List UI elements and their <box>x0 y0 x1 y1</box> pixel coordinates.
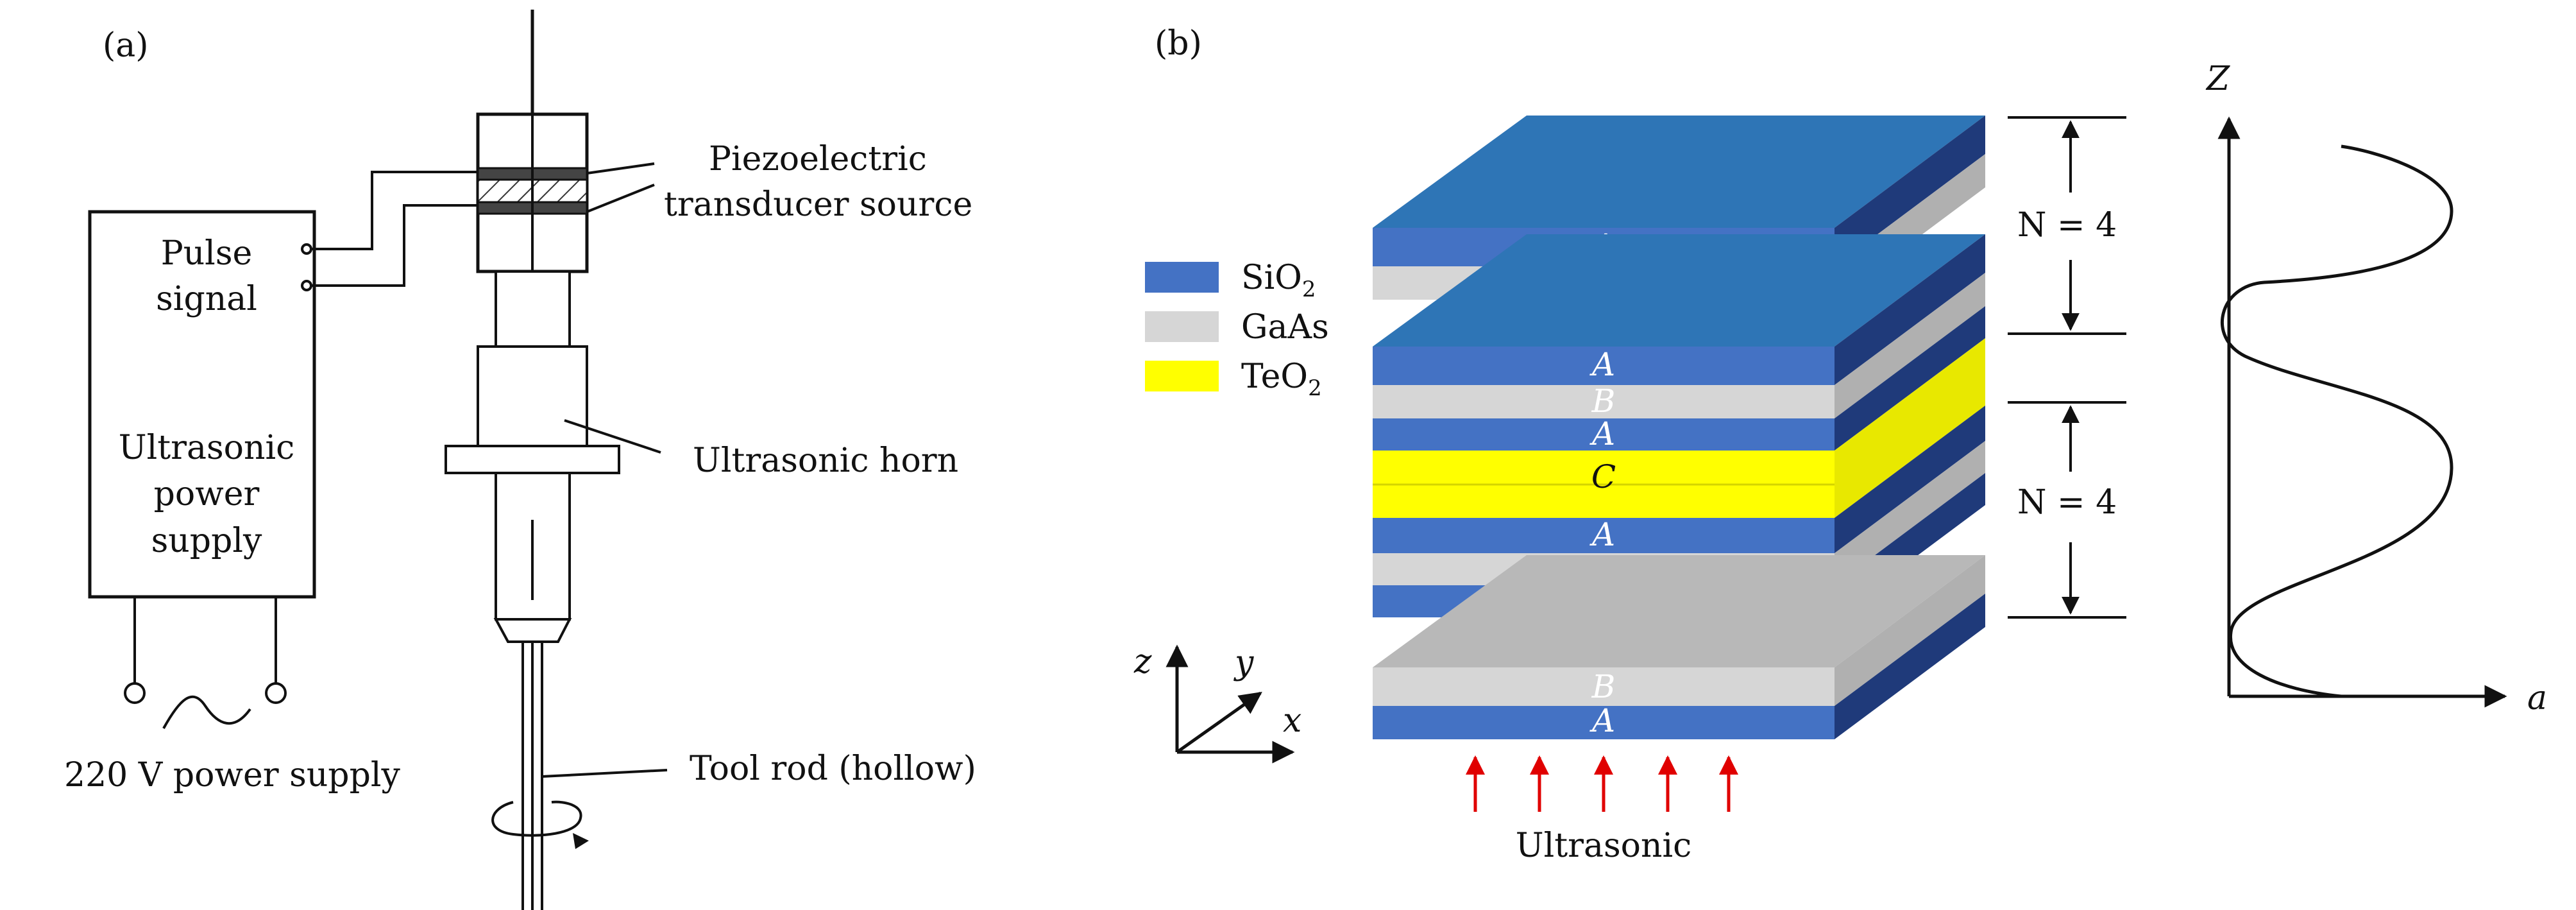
layer-sio2 <box>1373 347 1835 385</box>
axis-y-label: y <box>1233 644 1254 682</box>
side-face-sio2 <box>1835 406 1985 553</box>
field-profile-plot: Z a <box>2205 60 2547 717</box>
ultrasonic-arrows: Ultrasonic <box>1466 755 1738 865</box>
period-label-bottom: N = 4 <box>2017 483 2117 522</box>
signal-wire-1 <box>311 171 478 250</box>
coordinate-axes: z y x <box>1133 642 1301 764</box>
legend-swatch-teo2 <box>1145 361 1219 391</box>
legend: SiO2 GaAs TeO2 <box>1145 259 1329 401</box>
terminal-dot <box>301 280 312 291</box>
horn-flange <box>445 445 620 474</box>
power-supply-box <box>88 210 316 599</box>
rotation-arrowhead-icon <box>573 833 589 849</box>
horn-label: Ultrasonic horn <box>693 442 958 480</box>
side-face-gaas <box>1835 441 1985 585</box>
layer-label-b: B <box>1591 382 1616 420</box>
layer-sio2 <box>1373 418 1835 451</box>
axis-x-label: x <box>1283 701 1301 740</box>
side-face-sio2 <box>1835 234 1985 385</box>
panel-a-label: (a) <box>103 26 149 65</box>
legend-label-teo2: TeO2 <box>1241 357 1322 401</box>
legend-label-gaas: GaAs <box>1241 308 1329 347</box>
side-face-gaas <box>1835 273 1985 418</box>
horn-taper <box>493 618 572 643</box>
legend-swatch-gaas <box>1145 311 1219 342</box>
block-top-face <box>1373 234 1985 347</box>
terminal-dot <box>301 243 312 255</box>
plot-a-label: a <box>2527 679 2547 717</box>
horn-body <box>477 345 588 447</box>
period-label-top: N = 4 <box>2017 206 2117 245</box>
layer-gaas <box>1373 667 1835 706</box>
layer-label-b: B <box>1591 668 1616 705</box>
block-top-face <box>1373 555 1985 667</box>
pulse-signal-line2: signal <box>156 280 257 318</box>
power-supply-line3: supply <box>151 522 262 560</box>
block-top-face <box>1373 116 1985 228</box>
panel-b: (b) SiO2 GaAs TeO2 A B <box>1133 24 2547 865</box>
transducer-label-line1: Piezoelectric <box>709 140 927 178</box>
mains-label: 220 V power supply <box>64 756 401 794</box>
horn-neck <box>495 270 571 348</box>
axis-y-arrow <box>1176 691 1262 754</box>
mains-terminal <box>124 682 146 704</box>
legend-swatch-sio2 <box>1145 262 1219 293</box>
leader-line <box>586 162 655 175</box>
side-face-gaas <box>1835 555 1985 706</box>
ultrasonic-label: Ultrasonic <box>1516 827 1691 865</box>
plot-z-label: Z <box>2205 60 2230 98</box>
power-supply-line2: power <box>154 475 260 513</box>
power-supply-line1: Ultrasonic <box>119 429 294 467</box>
transducer-label-line2: transducer source <box>664 185 972 224</box>
layer-label-a: A <box>1589 702 1615 739</box>
period-dimension: N = 4 N = 4 <box>2008 116 2126 619</box>
bottom-period-block: B A <box>1373 555 1985 739</box>
leader-line <box>564 419 661 454</box>
signal-wire-2 <box>311 204 478 287</box>
ac-wave-icon <box>162 695 251 729</box>
side-face-sio2 <box>1835 306 1985 451</box>
axis-z-label: z <box>1133 642 1152 681</box>
mains-terminal <box>265 682 287 704</box>
side-face-sio2 <box>1835 116 1985 266</box>
leader-line <box>586 184 655 213</box>
panel-b-label: (b) <box>1155 24 1202 63</box>
layer-sio2 <box>1373 706 1835 739</box>
side-face-sio2 <box>1835 594 1985 739</box>
field-profile-curve <box>2220 144 2453 698</box>
layer-label-c: C <box>1591 458 1616 495</box>
panel-a: (a) Pulse signal Ultrasonic power supply… <box>64 10 976 910</box>
leader-line <box>541 769 668 778</box>
side-face-teo2 <box>1835 338 1985 518</box>
layer-gaas <box>1373 385 1835 418</box>
layer-label-a: A <box>1589 346 1615 383</box>
rotation-arrow-icon <box>491 800 582 837</box>
pulse-signal-line1: Pulse <box>161 234 253 273</box>
layer-label-a: A <box>1589 415 1615 452</box>
legend-label-sio2: SiO2 <box>1241 259 1316 302</box>
tool-rod-label: Tool rod (hollow) <box>690 750 976 788</box>
layer-label-a: A <box>1589 516 1615 553</box>
layer-sio2 <box>1373 518 1835 553</box>
